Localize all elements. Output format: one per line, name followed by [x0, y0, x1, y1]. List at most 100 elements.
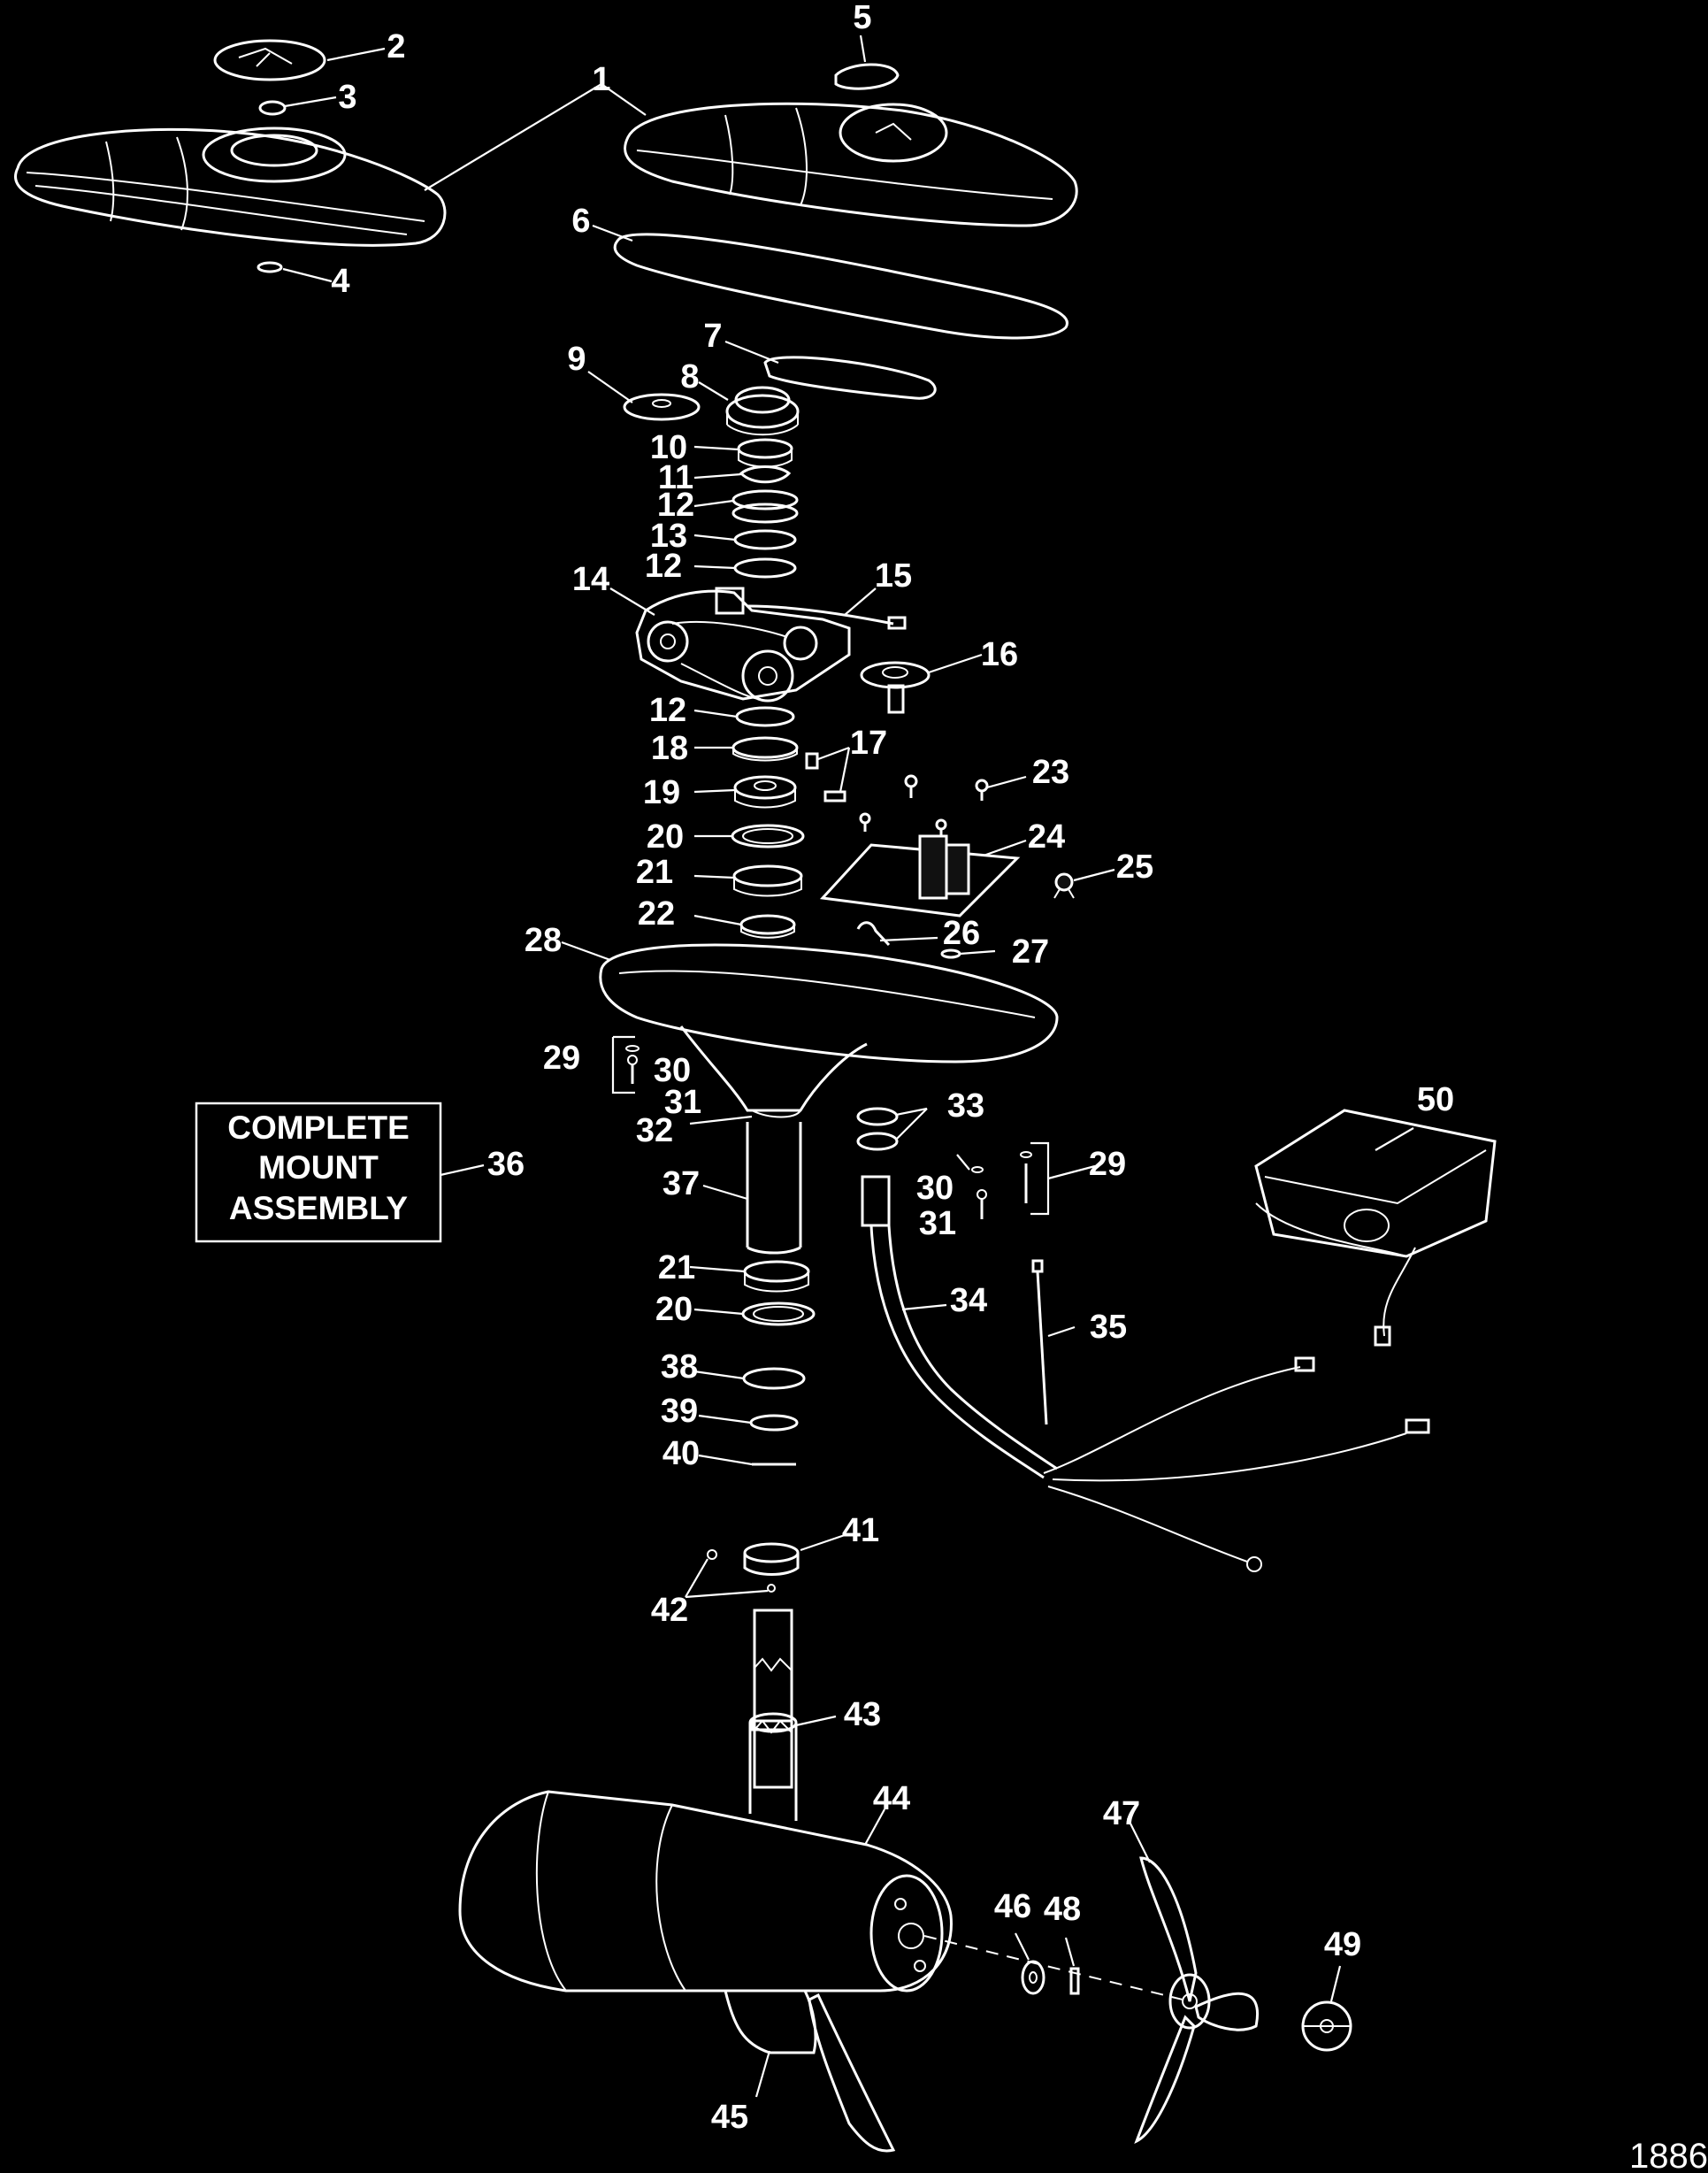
callout-16: 16 — [981, 636, 1018, 673]
callout-24: 24 — [1028, 818, 1065, 856]
cover-gasket — [613, 233, 1068, 340]
lower-bearings — [741, 1260, 816, 1466]
callout-29b: 29 — [1089, 1146, 1126, 1183]
callout-14: 14 — [572, 561, 609, 598]
callout-43: 43 — [844, 1696, 881, 1733]
bearing-stack-upper — [731, 438, 799, 579]
sensor-part — [1053, 872, 1075, 899]
callout-27: 27 — [1012, 933, 1049, 971]
callout-12c: 12 — [649, 692, 686, 729]
callout-49: 49 — [1324, 1926, 1361, 1963]
callout-30a: 30 — [654, 1052, 691, 1089]
callout-5: 5 — [853, 0, 871, 36]
callout-29a: 29 — [543, 1040, 580, 1077]
callout-44: 44 — [873, 1780, 910, 1817]
callout-9: 9 — [567, 341, 586, 378]
callout-19: 19 — [643, 774, 680, 811]
bearing-stack-lower — [731, 706, 805, 939]
key-part — [823, 790, 846, 802]
callout-28: 28 — [525, 922, 562, 959]
prop-washer — [1021, 1960, 1045, 1995]
steering-motor-assembly — [635, 587, 851, 703]
callout-6: 6 — [571, 203, 590, 240]
callout-15: 15 — [875, 557, 912, 595]
clip-part — [856, 921, 891, 947]
top-cover-left — [14, 127, 447, 247]
callout-37: 37 — [663, 1165, 700, 1202]
callout-33: 33 — [947, 1087, 984, 1125]
callout-25: 25 — [1116, 848, 1153, 886]
collar-part — [707, 1542, 800, 1593]
nut-part — [258, 100, 287, 116]
callout-47: 47 — [1103, 1795, 1140, 1832]
o-rings — [856, 1107, 899, 1151]
callout-13: 13 — [650, 518, 687, 555]
callout-34: 34 — [950, 1282, 987, 1319]
callout-50: 50 — [1417, 1081, 1454, 1118]
callout-32: 32 — [636, 1112, 673, 1149]
small-gasket — [763, 356, 937, 400]
callout-41: 41 — [842, 1512, 879, 1549]
prop-axis-line — [923, 1935, 1191, 2002]
callout-10: 10 — [650, 429, 687, 466]
composite-shaft — [753, 1609, 793, 1789]
skeg-part — [808, 1993, 896, 2153]
pin-part — [805, 752, 819, 770]
top-cover-right — [624, 102, 1078, 227]
callout-39: 39 — [661, 1393, 698, 1430]
lower-unit-motor — [458, 1712, 953, 2054]
mount-shaft — [746, 1122, 802, 1255]
assembly-box-line3: ASSEMBLY — [229, 1190, 409, 1226]
head-base-housing — [599, 943, 1059, 1118]
assembly-box-line2: MOUNT — [258, 1149, 379, 1186]
callout-1: 1 — [592, 61, 610, 98]
washer-part — [257, 261, 283, 273]
callout-22: 22 — [638, 895, 675, 933]
callout-42: 42 — [651, 1592, 688, 1629]
callout-35: 35 — [1090, 1309, 1127, 1346]
cable-tie — [1031, 1259, 1048, 1425]
sensor-cable — [747, 604, 907, 630]
callout-30b: 30 — [916, 1170, 954, 1207]
power-cable — [861, 1175, 1430, 1572]
callout-45: 45 — [711, 2099, 748, 2136]
foot-pedal — [1254, 1109, 1497, 1347]
cap-part — [213, 39, 326, 81]
assembly-box-line1: COMPLETE — [227, 1110, 410, 1146]
circuit-board — [819, 834, 1021, 918]
decal-part — [834, 63, 900, 90]
callout-38: 38 — [661, 1348, 698, 1386]
callout-36: 36 — [487, 1146, 525, 1183]
callout-21b: 21 — [658, 1249, 695, 1286]
callout-21a: 21 — [636, 854, 673, 891]
callout-20a: 20 — [647, 818, 684, 856]
callout-12a: 12 — [657, 487, 694, 524]
prop-nut — [1301, 2000, 1352, 2052]
callout-23: 23 — [1032, 754, 1069, 791]
callout-8: 8 — [680, 358, 699, 395]
drive-pin — [1069, 1967, 1080, 1995]
callout-11: 11 — [658, 459, 693, 496]
callout-31b: 31 — [919, 1205, 956, 1242]
bolt-group-right — [971, 1141, 1050, 1219]
propeller — [1134, 1856, 1259, 2145]
callout-18: 18 — [651, 730, 688, 767]
callout-2: 2 — [387, 28, 405, 65]
callout-40: 40 — [663, 1435, 700, 1472]
mount-assembly-box: COMPLETE MOUNT ASSEMBLY — [195, 1102, 442, 1243]
gear-part — [623, 393, 701, 421]
bolt-group-left — [611, 1035, 640, 1094]
callout-31a: 31 — [664, 1084, 701, 1121]
callout-20b: 20 — [655, 1291, 693, 1328]
drive-gear-part — [725, 386, 800, 436]
callout-17: 17 — [850, 725, 887, 762]
callout-26: 26 — [943, 915, 980, 952]
callout-labels: 1 2 3 4 5 6 7 8 9 10 11 12 13 12 14 15 1… — [331, 0, 1454, 2136]
callout-3: 3 — [338, 79, 356, 116]
screws — [859, 774, 989, 839]
callout-12b: 12 — [645, 548, 682, 585]
figure-number: 1886 — [1629, 2137, 1708, 2173]
callout-7: 7 — [703, 318, 722, 355]
callout-46: 46 — [994, 1888, 1031, 1925]
